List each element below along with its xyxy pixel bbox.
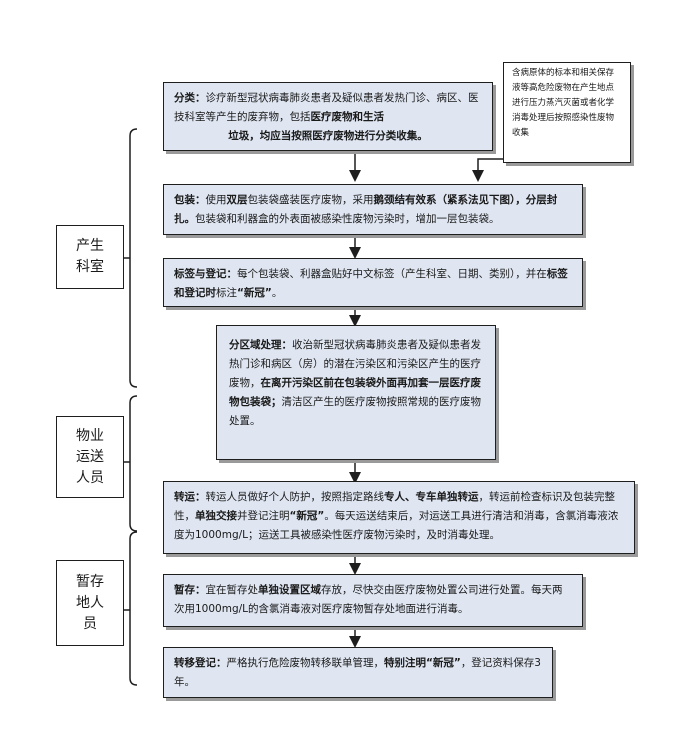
step-classify-bold1: 医疗废物和生活 xyxy=(310,111,385,123)
role-storage-line2: 地人 xyxy=(76,594,104,611)
step-transfer-text1: 严格执行危险废物转移联单管理， xyxy=(226,657,385,669)
step-transport: 转运：转运人员做好个人防护，按照指定路线专人、专车单独转运，转运前检查标识及包装… xyxy=(163,481,635,554)
step-label-bold1: 标签和登记时 xyxy=(174,268,568,299)
step-transport-text1: 转运人员做好个人防护，按照指定路线 xyxy=(205,491,385,503)
note-high-risk-waste: 含病原体的标本和相关保存液等高危险废物在产生地点进行压力蒸汽灭菌或者化学消毒处理… xyxy=(503,62,631,163)
step-store: 暂存：宜在暂存处单独设置区域存放，尽快交由医疗废物处置公司进行处置。每天两次用1… xyxy=(163,574,583,627)
step-pack-text3: 包装袋和利器盒的外表面被感染性废物污染时，增加一层包装袋。 xyxy=(195,213,500,225)
step-transport-text3: 并登记注明 xyxy=(237,510,290,522)
step-pack-bold2: 鹅颈结有效系（紧系法见下图），分层封扎。 xyxy=(174,194,558,225)
step-pack-text1: 使用 xyxy=(205,194,227,206)
step-transfer-bold1: 特别注明 xyxy=(384,657,426,669)
role-storage-line1: 暂存 xyxy=(76,573,104,590)
arrow-note-pack xyxy=(472,158,503,182)
step-store-text2: 存放，尽快交由医疗废物处置公司进行处置。每天两次用1000mg/L的含氯消毒液对… xyxy=(174,584,563,615)
role-transport: 物业 运送 人员 xyxy=(56,416,124,498)
brace-producer xyxy=(129,128,138,388)
step-transfer-title: 转移登记： xyxy=(174,657,227,669)
step-label-text3: 。 xyxy=(271,287,283,299)
step-label-text2: 标注 xyxy=(216,287,237,299)
step-classify-title: 分类： xyxy=(174,92,206,104)
step-label-text1: 每个包装袋、利器盒贴好中文标签（产生科室、日期、类别），并在 xyxy=(237,268,547,280)
step-zone-bold1: 在离开污染区前在包装袋外面再加套一层医疗废物包装袋； xyxy=(229,377,481,408)
step-pack-bold1: 双层 xyxy=(226,194,248,206)
step-transport-text2: ，转运前检查标识及包装完整性， xyxy=(174,491,615,522)
step-classify: 分类：诊疗新型冠状病毒肺炎患者及疑似患者发热门诊、病区、医技科室等产生的废弃物，… xyxy=(163,82,493,151)
step-transfer-bold2: “新冠” xyxy=(426,657,461,669)
step-pack-title: 包装： xyxy=(174,194,206,206)
step-store-text1: 宜在暂存处 xyxy=(205,584,259,596)
step-transport-title: 转运： xyxy=(174,491,206,503)
step-transfer-text2: ，登记资料保存3年。 xyxy=(174,657,541,688)
step-transfer: 转移登记：严格执行危险废物转移联单管理，特别注明“新冠”，登记资料保存3年。 xyxy=(163,647,553,698)
step-zone-title: 分区域处理： xyxy=(229,339,292,351)
role-producer: 产生 科室 xyxy=(56,225,124,289)
role-producer-line2: 科室 xyxy=(76,259,104,275)
step-classify-text: 诊疗新型冠状病毒肺炎患者及疑似患者发热门诊、病区、医技科室等产生的废弃物，包括 xyxy=(174,92,479,123)
step-transport-bold1: 专人、专车单独转运 xyxy=(384,491,479,503)
step-zone: 分区域处理：收治新型冠状病毒肺炎患者及疑似患者发热门诊和病区（房）的潜在污染区和… xyxy=(216,325,496,460)
step-store-title: 暂存： xyxy=(174,584,206,596)
step-label-title: 标签与登记： xyxy=(174,268,237,280)
step-zone-text2: 清洁区产生的医疗废物按照常规的医疗废物处置。 xyxy=(229,396,481,427)
role-transport-line1: 物业 xyxy=(76,427,104,444)
step-store-bold1: 单独设置区域 xyxy=(258,584,321,596)
role-transport-line2: 运送 xyxy=(76,448,104,465)
role-transport-line3: 人员 xyxy=(76,469,104,486)
step-transport-text4: 。每天运送结束后，对运送工具进行清洁和消毒，含氯消毒液浓度为1000mg/L；运… xyxy=(174,510,619,541)
step-transport-bold2: 单独交接 xyxy=(195,510,237,522)
role-storage-line3: 员 xyxy=(83,615,97,632)
step-pack: 包装：使用双层包装袋盛装医疗废物，采用鹅颈结有效系（紧系法见下图），分层封扎。包… xyxy=(163,184,583,235)
step-label-bold2: “新冠” xyxy=(237,287,272,299)
brace-transport xyxy=(129,395,138,532)
step-transport-bold3: “新冠” xyxy=(289,510,325,522)
step-label: 标签与登记：每个包装袋、利器盒贴好中文标签（产生科室、日期、类别），并在标签和登… xyxy=(163,258,583,307)
brace-storage xyxy=(129,531,138,686)
step-classify-bold2: 垃圾，均应当按照医疗废物进行分类收集。 xyxy=(228,130,428,142)
step-zone-text1: 收治新型冠状病毒肺炎患者及疑似患者发热门诊和病区（房）的潜在污染区和污染区产生的… xyxy=(229,339,481,389)
role-storage: 暂存 地人 员 xyxy=(56,560,124,646)
step-pack-text2: 包装袋盛装医疗废物，采用 xyxy=(247,194,374,206)
role-producer-line1: 产生 xyxy=(76,238,104,254)
